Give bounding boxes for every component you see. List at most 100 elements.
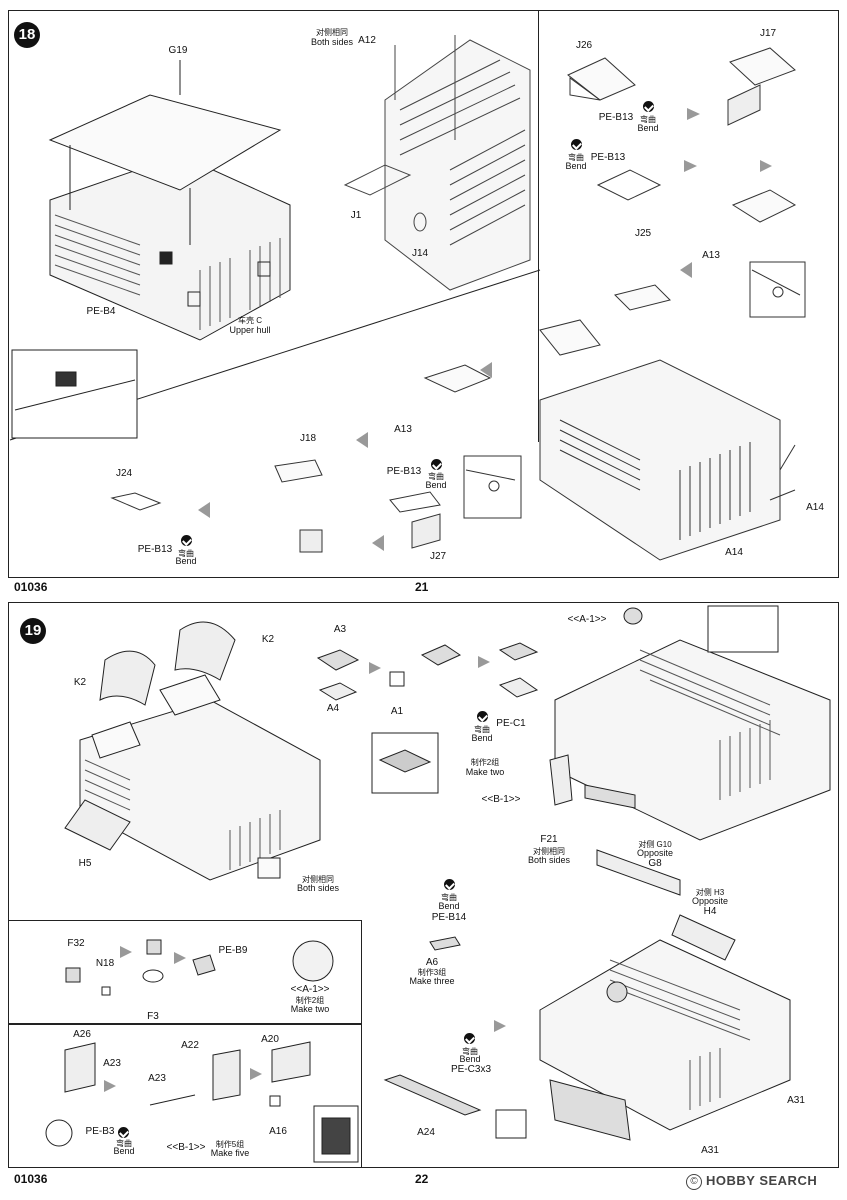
label-bend-cn-c: 弯曲 [428,472,444,481]
label-pe-b4: PE-B4 [86,306,116,317]
label-bend-c: Bend [113,1146,135,1156]
label-a12: A12 [358,35,376,46]
label-n18: N18 [95,958,115,969]
label-j26: J26 [575,40,593,51]
label-both-sides-cn-b: 对侧相同 [302,875,334,884]
label-h3-opposite: Opposite [691,896,729,906]
label-bend-cn-a: 弯曲 [640,115,656,124]
label-make-three: Make three [409,976,455,986]
label-pe-c3x3: PE-C3x3 [450,1064,492,1075]
label-b1-ref: <<B-1>> [481,794,521,805]
label-pe-b13-b: PE-B13 [590,152,626,163]
label-j24: J24 [115,468,133,479]
sub-frame-a1 [8,920,362,1024]
label-a1-sub: <<A-1>> [290,984,330,995]
label-a4: A4 [326,703,340,714]
copyright-icon: © [686,1174,702,1190]
label-a22: A22 [181,1040,199,1051]
label-both-sides-b: Both sides [296,883,340,893]
label-bend-cn-b: 弯曲 [441,893,457,902]
step-18-frame [8,10,839,578]
label-a24: A24 [417,1127,435,1138]
label-bend-b: Bend [565,161,587,171]
label-j1: J1 [350,210,362,221]
bend-icon [464,1033,475,1044]
doc-code-bottom: 01036 [14,1172,48,1186]
label-both-sides-a: Both sides [527,855,571,865]
bend-icon [444,879,455,890]
label-a31-b: A31 [701,1145,719,1156]
label-f32: F32 [67,938,85,949]
label-bend-a: Bend [471,733,493,743]
label-a23-a: A23 [103,1058,121,1069]
side-grille-drawing [343,35,531,291]
label-a23-b: A23 [148,1073,166,1084]
label-bend-d: Bend [459,1054,481,1064]
label-h4: H4 [703,906,717,917]
bend-icon [571,139,582,150]
label-bend-cn-d: 弯曲 [178,549,194,558]
label-a14-b: A14 [725,547,743,558]
label-g19: G19 [168,45,188,56]
label-a20: A20 [261,1034,279,1045]
label-f21: F21 [540,834,558,845]
label-a31-a: A31 [787,1095,805,1106]
label-k2-a: K2 [73,677,87,688]
label-make-five-cn: 制作5组 [215,1140,245,1149]
label-bend-cn-d: 弯曲 [462,1047,478,1056]
label-pe-b14: PE-B14 [431,912,467,923]
page-number-bottom: 22 [415,1172,429,1186]
step-18-badge: 18 [14,22,40,48]
label-both-sides: Both sides [310,37,354,47]
label-pe-c1: PE-C1 [496,718,526,729]
doc-code-top: 01036 [14,580,48,594]
label-bend-a: Bend [637,123,659,133]
label-bend-b: Bend [438,901,460,911]
bend-icon [181,535,192,546]
label-a1-ref: <<A-1>> [567,614,607,625]
label-a6: A6 [425,957,439,968]
label-pe-b13-d: PE-B13 [137,544,173,555]
bend-icon [431,459,442,470]
label-bend-cn-c: 弯曲 [116,1139,132,1148]
pe-parts-drawing [110,47,806,561]
label-bend-cn-a: 弯曲 [474,725,490,734]
label-make-two-b: Make two [290,1004,330,1014]
label-b1-sub: <<B-1>> [166,1142,206,1153]
label-j25: J25 [634,228,652,239]
label-a16: A16 [269,1126,287,1137]
label-f3: F3 [147,1011,159,1022]
label-a13-b: A13 [394,424,412,435]
step-18-inset-frame [8,10,539,442]
label-pe-b13-c: PE-B13 [386,466,422,477]
label-make-three-cn: 制作3组 [417,968,447,977]
label-pe-b9: PE-B9 [218,945,248,956]
label-a26: A26 [73,1029,91,1040]
label-g10-opposite: Opposite [636,848,674,858]
label-a13-a: A13 [702,250,720,261]
label-j14: J14 [411,248,429,259]
label-a1: A1 [390,706,404,717]
label-pe-b13-a: PE-B13 [598,112,634,123]
step-19-badge: 19 [20,618,46,644]
label-both-sides-cn-a: 对侧相同 [533,847,565,856]
bend-icon [643,101,654,112]
label-bend-d: Bend [175,556,197,566]
label-k2-b: K2 [261,634,275,645]
label-make-two-a: Make two [465,767,505,777]
label-a14-a: A14 [806,502,824,513]
label-both-sides-cn: 对侧相同 [316,28,348,37]
bend-icon [118,1127,129,1138]
label-h3-cn: 对侧 H3 [695,888,725,897]
label-upper-hull: Upper hull [229,325,271,335]
label-a3: A3 [333,624,347,635]
page-number-top: 21 [415,580,429,594]
label-bend-cn-b: 弯曲 [568,153,584,162]
label-h5: H5 [78,858,92,869]
label-j27: J27 [429,551,447,562]
label-g10-cn: 对侧 G10 [638,840,672,849]
bend-icon [477,711,488,722]
label-pe-b3: PE-B3 [85,1126,115,1137]
